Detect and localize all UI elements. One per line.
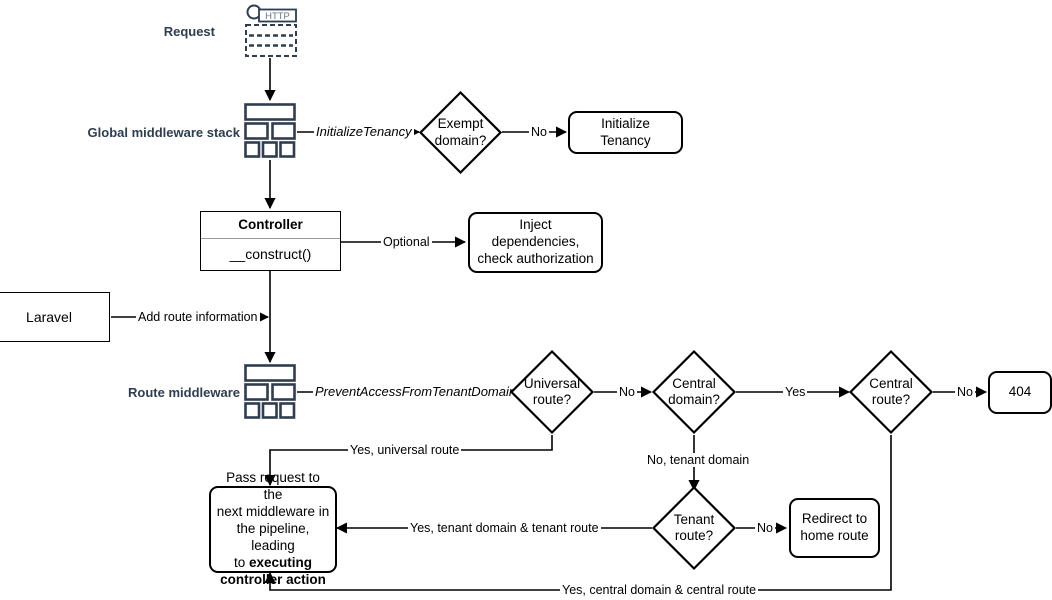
node-pass-request-line4-prefix: to — [233, 554, 249, 570]
decision-universal-route-line1: Universal — [523, 375, 581, 391]
node-redirect-home-route-line1: Redirect to — [801, 511, 868, 527]
edge-label-yes-central-domain-route: Yes, central domain & central route — [560, 583, 759, 597]
decision-central-route-line1: Central — [869, 375, 913, 391]
edge-label-add-route-information: Add route information — [136, 310, 260, 324]
decision-central-domain-line2: domain? — [668, 392, 720, 407]
node-pass-request-bold1: executing — [248, 554, 313, 570]
node-pass-request-line4: to executing — [234, 555, 312, 572]
http-icon-caption: HTTP — [265, 11, 290, 22]
edge-label-exempt-no: No — [529, 125, 549, 139]
decision-tenant-route-line1: Tenant — [673, 511, 715, 527]
node-controller: Controller __construct() — [200, 211, 341, 271]
edge-label-yes-universal-route: Yes, universal route — [348, 443, 462, 457]
decision-exempt-domain-line1: Exempt — [437, 116, 484, 132]
decision-tenant-route-line2: route? — [674, 528, 714, 543]
decision-exempt-domain-line2: domain? — [434, 132, 487, 148]
lane-label-global-middleware-stack: Global middleware stack — [87, 125, 240, 140]
route-middleware-stack-icon — [244, 364, 296, 419]
node-controller-title: Controller — [201, 212, 340, 239]
decision-central-domain-line1: Central — [672, 375, 716, 391]
node-pass-request-line2: next middleware in — [216, 504, 330, 520]
decision-universal-route: Universal route? — [509, 349, 595, 435]
node-pass-request: Pass request to the next middleware in t… — [209, 470, 337, 587]
lane-label-route-middleware: Route middleware — [128, 385, 240, 400]
http-request-icon: HTTP — [243, 3, 299, 59]
node-pass-request-bold2: controller action — [220, 571, 326, 587]
decision-tenant-route: Tenant route? — [651, 485, 737, 571]
edge-label-yes-tenant-domain-route: Yes, tenant domain & tenant route — [408, 521, 601, 535]
decision-central-route-line2: route? — [871, 392, 911, 407]
edge-label-prevent-access: PreventAccessFromTenantDomains — [313, 384, 525, 399]
node-pass-request-line3: the pipeline, leading — [236, 521, 310, 553]
node-initialize-tenancy-label: Initialize Tenancy — [600, 115, 651, 148]
node-initialize-tenancy: Initialize Tenancy — [568, 111, 683, 154]
node-controller-member: __construct() — [229, 246, 312, 262]
node-inject-dependencies-line1: Inject dependencies, — [491, 217, 580, 250]
decision-central-route: Central route? — [848, 349, 934, 435]
node-laravel-label: Laravel — [26, 309, 72, 325]
edge-label-optional: Optional — [381, 235, 432, 249]
node-redirect-home-route-line2: home route — [800, 528, 869, 543]
node-404: 404 — [988, 371, 1052, 414]
edge-label-no-tenant-domain: No, tenant domain — [645, 453, 752, 467]
node-laravel: Laravel — [0, 292, 110, 342]
node-redirect-home-route: Redirect to home route — [789, 498, 880, 558]
edge-label-central-domain-yes: Yes — [783, 385, 808, 399]
decision-exempt-domain: Exempt domain? — [418, 90, 503, 175]
decision-universal-route-line2: route? — [532, 392, 572, 407]
edge-label-initialize-tenancy: InitializeTenancy — [314, 124, 414, 139]
node-404-label: 404 — [1008, 384, 1032, 400]
lane-label-request: Request — [163, 24, 215, 39]
edge-label-universal-no: No — [617, 385, 637, 399]
decision-central-domain: Central domain? — [651, 349, 737, 435]
edge-label-tenant-route-no: No — [755, 521, 775, 535]
node-pass-request-line1: Pass request to the — [226, 470, 320, 503]
node-inject-dependencies: Inject dependencies, check authorization — [468, 212, 603, 273]
node-inject-dependencies-line2: check authorization — [477, 250, 594, 266]
global-middleware-stack-icon — [244, 103, 296, 158]
edge-label-central-route-no: No — [955, 385, 975, 399]
